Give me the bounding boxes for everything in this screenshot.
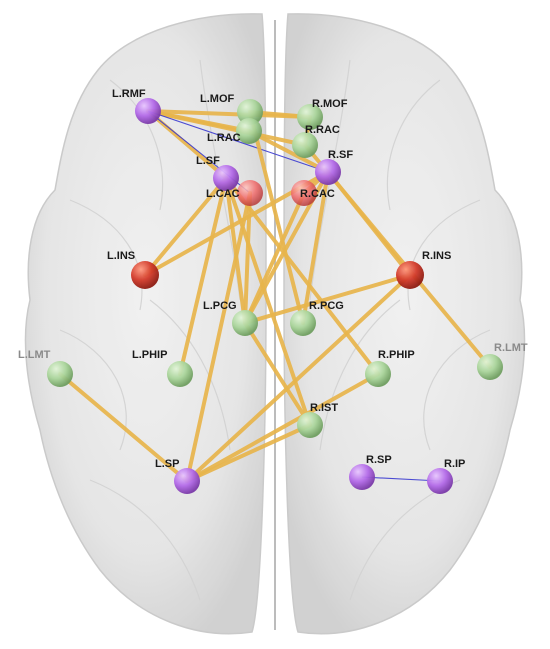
edge-l-rmf-to-r-sf — [147, 110, 329, 173]
label-l-rac: L.RAC — [207, 132, 241, 144]
label-l-phip: L.PHIP — [132, 349, 167, 361]
region-labels: L.RMF L.MOF L.RAC R.MOF R.RAC L.SF L.CAC R.SF R.… — [18, 88, 528, 470]
label-r-ist: R.IST — [310, 402, 338, 414]
node-r-mof — [297, 104, 323, 130]
label-l-pcg: L.PCG — [203, 300, 237, 312]
node-r-ist — [297, 412, 323, 438]
edge-r-cac-to-l-pcg — [243, 191, 306, 325]
label-r-rac: R.RAC — [305, 124, 340, 136]
edge-r-phip-to-l-sp — [185, 372, 380, 483]
edge-l-cac-to-l-sp — [185, 191, 252, 483]
edge-l-cac-to-l-pcg — [243, 191, 252, 325]
label-r-pcg: R.PCG — [309, 300, 344, 312]
label-l-cac: L.CAC — [206, 188, 240, 200]
node-r-lmt — [477, 354, 503, 380]
left-hemisphere — [24, 13, 267, 635]
node-r-cac — [291, 180, 317, 206]
edge-l-rmf-to-l-sf — [146, 109, 228, 180]
node-l-ins — [131, 261, 159, 289]
edge-r-ist-to-l-sp — [185, 423, 312, 483]
node-r-pcg — [290, 310, 316, 336]
label-l-mof: L.MOF — [200, 93, 234, 105]
edge-r-sp-to-r-ip — [361, 476, 441, 482]
label-r-phip: R.PHIP — [378, 349, 415, 361]
node-l-rac — [236, 118, 262, 144]
label-r-sf: R.SF — [328, 149, 353, 161]
edge-l-mof-to-r-pcg — [248, 110, 305, 325]
label-r-mof: R.MOF — [312, 98, 348, 110]
label-r-cac: R.CAC — [300, 188, 335, 200]
edge-l-pcg-to-r-ist — [243, 321, 312, 427]
edge-l-sf-to-r-phip — [224, 176, 380, 376]
label-r-ip: R.IP — [444, 458, 465, 470]
edge-r-sf-to-r-pcg — [301, 170, 330, 325]
edge-l-sf-to-l-phip — [178, 176, 228, 376]
node-l-sp — [174, 468, 200, 494]
label-r-lmt: R.LMT — [494, 342, 528, 354]
edge-r-ins-to-l-sp — [185, 273, 412, 483]
edge-l-sf-to-l-ins — [143, 176, 228, 277]
node-l-sf — [213, 165, 239, 191]
label-l-sp: L.SP — [155, 458, 179, 470]
node-r-phip — [365, 361, 391, 387]
node-r-sf — [315, 159, 341, 185]
edge-l-lmt-to-l-sp — [58, 372, 189, 483]
edge-l-sf-to-r-ist — [224, 176, 312, 427]
node-l-pcg — [232, 310, 258, 336]
node-r-sp — [349, 464, 375, 490]
node-r-rac — [292, 132, 318, 158]
edge-l-rmf-to-r-rac — [146, 109, 307, 147]
node-l-mof — [237, 99, 263, 125]
node-l-cac — [237, 180, 263, 206]
node-l-lmt — [47, 361, 73, 387]
node-r-ip — [427, 468, 453, 494]
node-l-rmf — [135, 98, 161, 124]
edge-r-ins-to-l-pcg — [243, 273, 412, 325]
regions — [47, 98, 503, 494]
label-l-lmt: L.LMT — [18, 349, 51, 361]
label-l-ins: L.INS — [107, 250, 135, 262]
node-r-ins — [396, 261, 424, 289]
label-l-sf: L.SF — [196, 155, 220, 167]
edge-l-rac-to-r-sf — [247, 129, 330, 174]
node-l-phip — [167, 361, 193, 387]
right-hemisphere — [283, 13, 526, 635]
label-l-rmf: L.RMF — [112, 88, 146, 100]
label-r-ins: R.INS — [422, 250, 451, 262]
label-r-sp: R.SP — [366, 454, 392, 466]
brain-outline — [24, 13, 526, 635]
